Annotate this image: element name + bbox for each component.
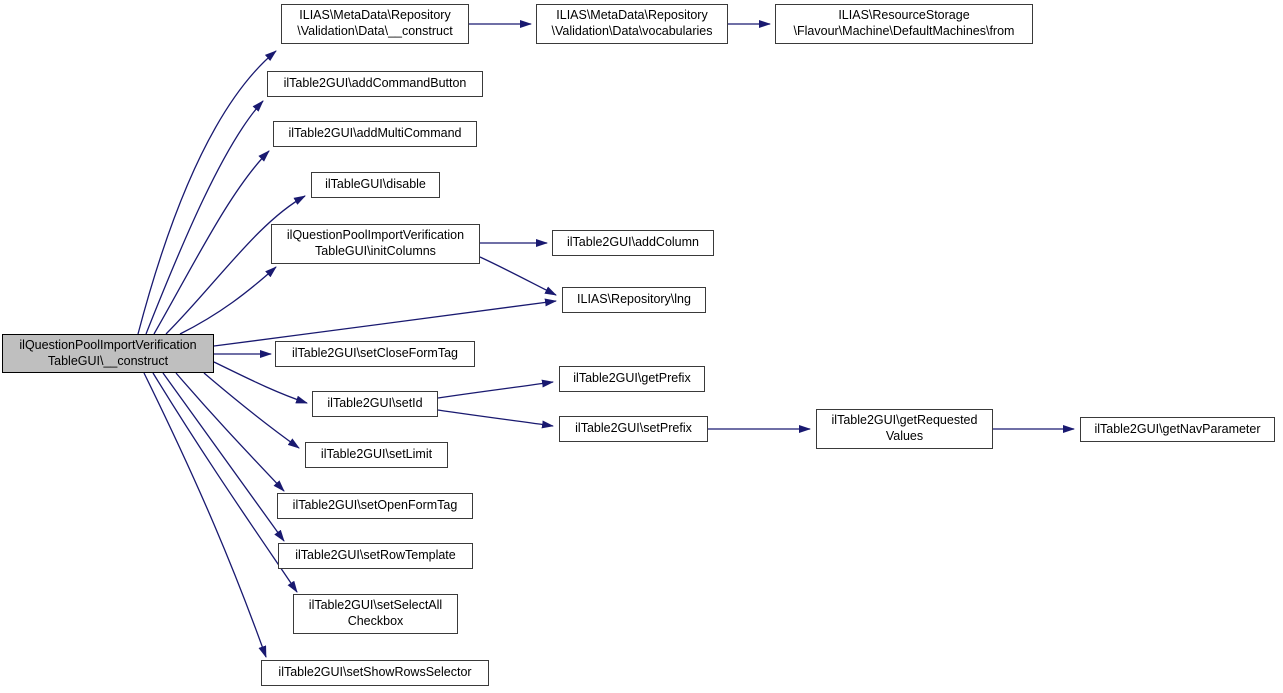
node-get-prefix[interactable]: ilTable2GUI\getPrefix [559, 366, 705, 392]
node-add-column[interactable]: ilTable2GUI\addColumn [552, 230, 714, 256]
node-label: Values [885, 429, 924, 443]
edge-construct-to-add-multi-command [153, 150, 270, 335]
node-lng[interactable]: ILIAS\Repository\lng [562, 287, 706, 313]
edge-construct-to-disable [165, 195, 306, 335]
node-label: TableGUI\__construct [47, 353, 169, 368]
node-set-show-rows-selector[interactable]: ilTable2GUI\setShowRowsSelector [261, 660, 489, 686]
node-label: ilQuestionPoolImportVerification [19, 337, 197, 352]
node-label: ILIAS\ResourceStorage [838, 8, 970, 23]
node-construct-main: ilQuestionPoolImportVerification TableGU… [2, 334, 214, 373]
edge-construct-to-set-select-all [152, 372, 298, 593]
node-label: ilQuestionPoolImportVerification [286, 228, 465, 243]
node-add-multi-command[interactable]: ilTable2GUI\addMultiCommand [273, 121, 477, 147]
node-label: Checkbox [347, 614, 404, 628]
node-label: TableGUI\initColumns [315, 244, 436, 258]
node-metadata-data-vocabularies[interactable]: ILIAS\MetaData\Repository \Validation\Da… [536, 4, 728, 44]
edge-construct-to-lng [213, 298, 557, 347]
node-set-row-template[interactable]: ilTable2GUI\setRowTemplate [278, 543, 473, 569]
edge-construct-to-metadata-construct [137, 50, 277, 335]
edge-set-id-to-get-prefix [437, 379, 554, 399]
node-get-nav-parameter[interactable]: ilTable2GUI\getNavParameter [1080, 417, 1275, 442]
node-get-requested-values[interactable]: ilTable2GUI\getRequested Values [816, 409, 993, 449]
edge-set-id-to-set-prefix [437, 409, 554, 429]
node-set-close-form-tag[interactable]: ilTable2GUI\setCloseFormTag [275, 341, 475, 367]
node-label: ilTable2GUI\addColumn [566, 235, 699, 250]
node-default-machines-from[interactable]: ILIAS\ResourceStorage \Flavour\Machine\D… [775, 4, 1033, 44]
node-add-command-button[interactable]: ilTable2GUI\addCommandButton [267, 71, 483, 97]
node-set-limit[interactable]: ilTable2GUI\setLimit [305, 442, 448, 468]
edge-construct-to-set-id [213, 361, 308, 404]
node-label: ilTable2GUI\addMultiCommand [288, 126, 462, 141]
node-label: ilTable2GUI\addCommandButton [283, 76, 467, 91]
node-label: ILIAS\Repository\lng [577, 292, 691, 307]
node-label: \Validation\Data\__construct [297, 24, 453, 38]
node-label: ilTable2GUI\setShowRowsSelector [278, 665, 472, 680]
node-label: ilTable2GUI\setCloseFormTag [291, 346, 459, 361]
edge-construct-to-set-open-form-tag [175, 372, 285, 492]
node-label: ilTable2GUI\getPrefix [573, 371, 691, 386]
node-label: ilTable2GUI\setSelectAll [308, 598, 443, 613]
node-set-id[interactable]: ilTable2GUI\setId [312, 391, 438, 417]
node-label: \Validation\Data\vocabularies [551, 24, 713, 38]
edge-construct-to-init-columns [179, 266, 277, 335]
node-label: ilTable2GUI\getNavParameter [1094, 421, 1261, 436]
node-label: ilTable2GUI\setPrefix [575, 421, 692, 436]
edge-construct-to-add-command-button [145, 100, 264, 335]
edge-construct-to-set-row-template [162, 372, 285, 542]
edge-construct-to-set-limit [203, 372, 300, 449]
edge-init-columns-to-lng [479, 256, 557, 296]
node-metadata-data-construct[interactable]: ILIAS\MetaData\Repository \Validation\Da… [281, 4, 469, 44]
node-label: ilTable2GUI\getRequested [831, 413, 978, 428]
node-init-columns[interactable]: ilQuestionPoolImportVerification TableGU… [271, 224, 480, 264]
edge-construct-to-set-show-rows-selector [143, 372, 267, 658]
node-label: ilTable2GUI\setId [327, 396, 423, 411]
node-disable[interactable]: ilTableGUI\disable [311, 172, 440, 198]
node-label: ILIAS\MetaData\Repository [556, 8, 708, 23]
node-set-prefix[interactable]: ilTable2GUI\setPrefix [559, 416, 708, 442]
node-label: ilTable2GUI\setOpenFormTag [292, 498, 458, 513]
node-label: ILIAS\MetaData\Repository [299, 8, 451, 23]
node-label: ilTableGUI\disable [325, 177, 426, 192]
node-label: \Flavour\Machine\DefaultMachines\from [793, 24, 1015, 38]
node-label: ilTable2GUI\setRowTemplate [295, 548, 456, 563]
node-set-select-all-checkbox[interactable]: ilTable2GUI\setSelectAll Checkbox [293, 594, 458, 634]
node-set-open-form-tag[interactable]: ilTable2GUI\setOpenFormTag [277, 493, 473, 519]
node-label: ilTable2GUI\setLimit [320, 447, 433, 462]
